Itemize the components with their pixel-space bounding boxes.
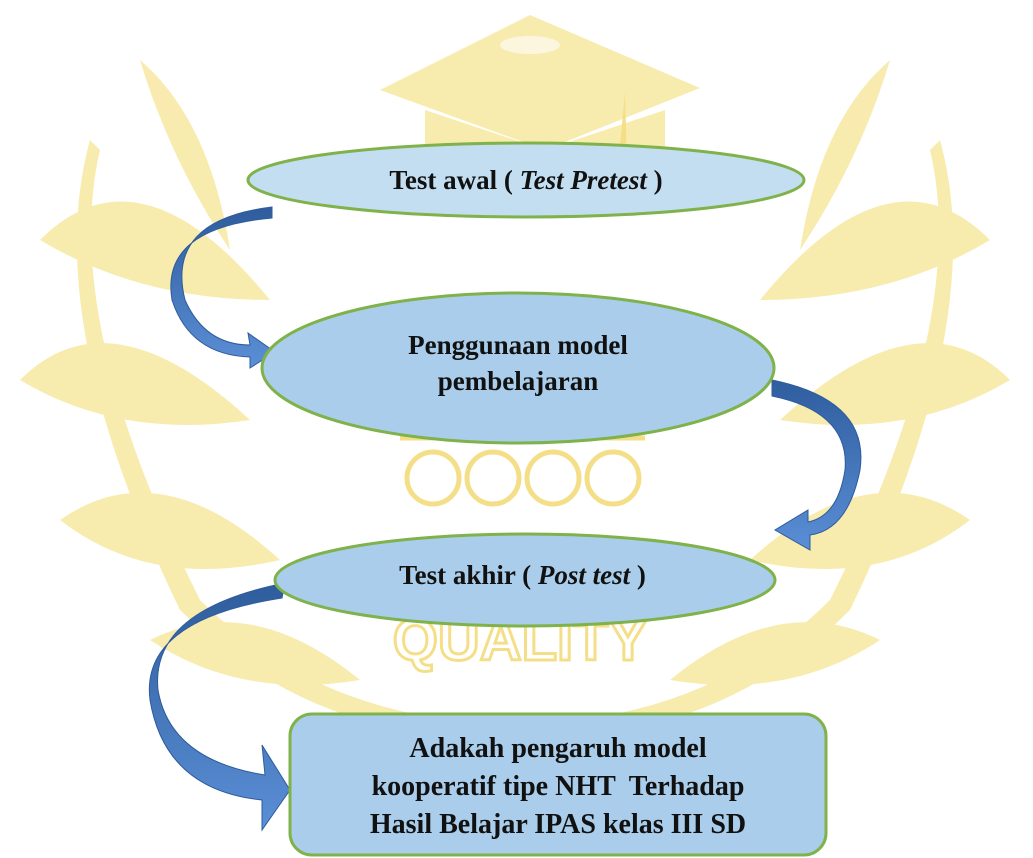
node-pretest-label: Test awal ( Test Pretest ) bbox=[300, 160, 752, 200]
watermark-circles bbox=[400, 435, 645, 507]
node-model-label: Penggunaan model pembelajaran bbox=[300, 325, 736, 401]
arrow-model-to-posttest bbox=[771, 379, 862, 551]
arrow-posttest-to-result bbox=[148, 582, 291, 832]
node-pretest-shape bbox=[246, 141, 806, 219]
node-posttest-shape bbox=[273, 532, 777, 628]
model-line2: pembelajaran bbox=[437, 366, 599, 396]
posttest-italic: Post test bbox=[537, 560, 631, 590]
result-line1: Adakah pengaruh model bbox=[409, 733, 707, 764]
result-line2: kooperatif tipe NHT Terhadap bbox=[371, 771, 745, 802]
pretest-prefix: Test awal ( bbox=[389, 165, 520, 195]
laurel-left-icon bbox=[20, 60, 451, 735]
node-model-shape bbox=[260, 291, 776, 445]
pretest-italic: Test Pretest bbox=[519, 165, 647, 195]
posttest-prefix: Test akhir ( bbox=[399, 560, 538, 590]
model-line1: Penggunaan model bbox=[408, 330, 628, 360]
node-result-shape bbox=[288, 712, 828, 857]
node-posttest-label: Test akhir ( Post test ) bbox=[300, 555, 745, 595]
node-result-label: Adakah pengaruh model kooperatif tipe NH… bbox=[292, 727, 824, 847]
laurel-right-icon bbox=[580, 60, 1010, 735]
result-line3: Hasil Belajar IPAS kelas III SD bbox=[369, 809, 747, 840]
pretest-suffix: ) bbox=[646, 165, 663, 195]
posttest-suffix: ) bbox=[630, 560, 646, 590]
